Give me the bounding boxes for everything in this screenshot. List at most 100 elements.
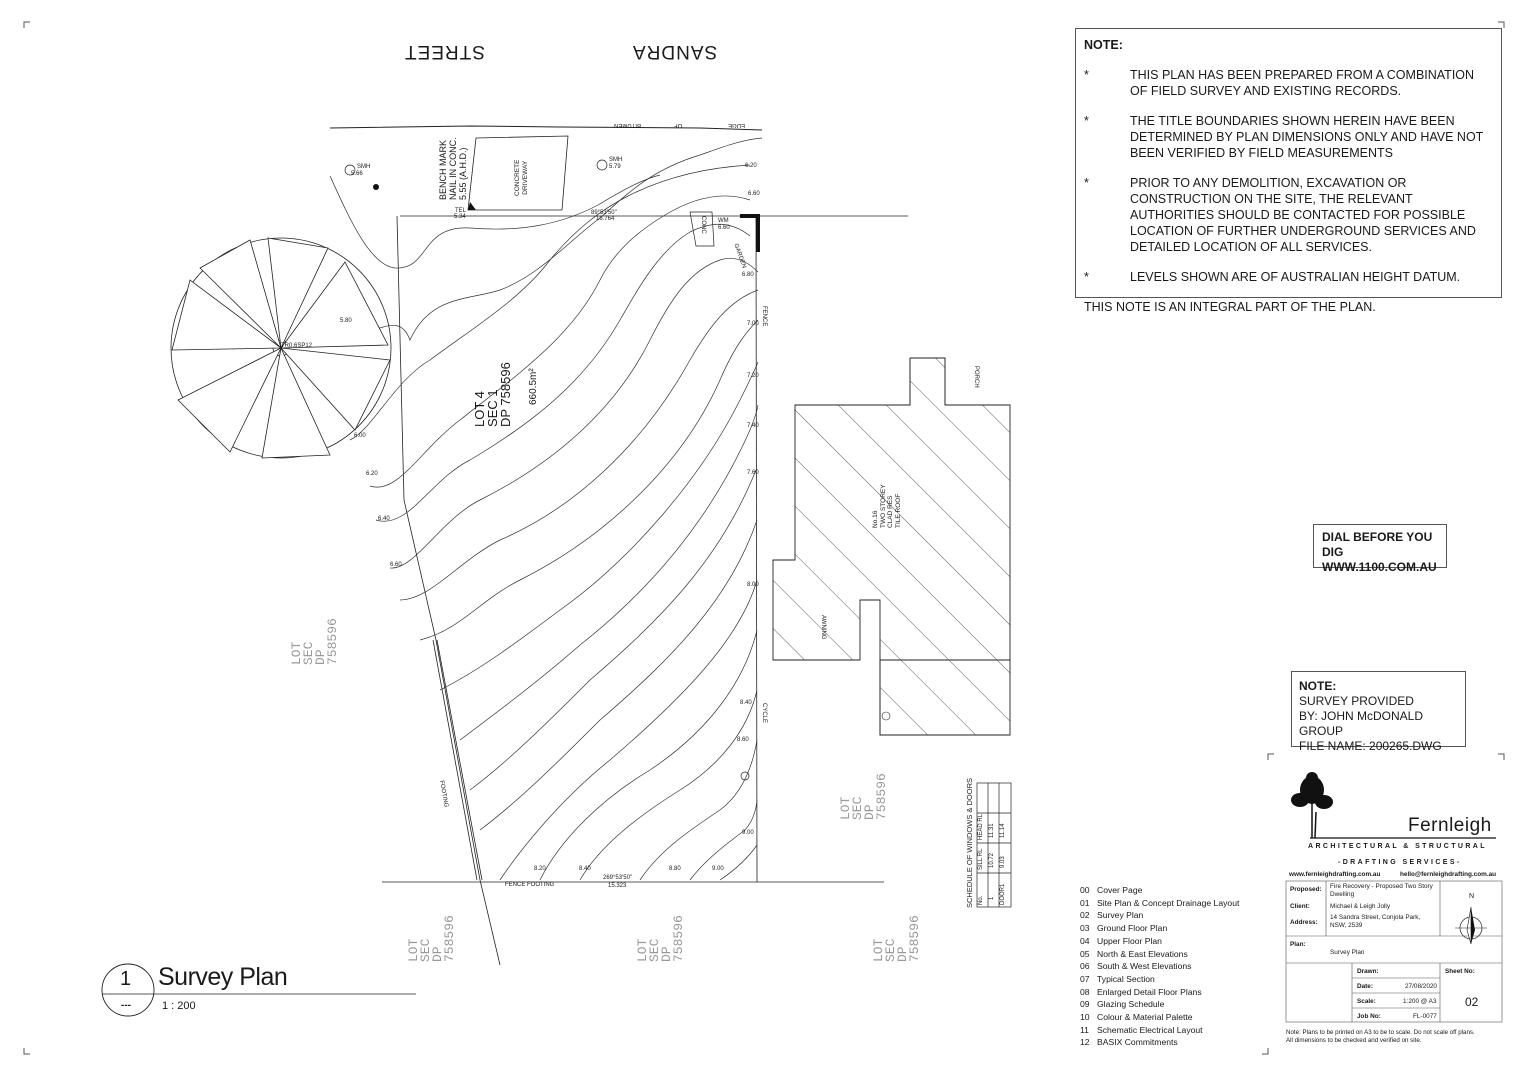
cycle-label: CYCLE: [761, 703, 767, 724]
print-footnote: Note: Plans to be printed on A3 to be to…: [1286, 1029, 1475, 1044]
contour-label: 6.20: [745, 163, 757, 169]
smh-label-2: SMH: [609, 157, 623, 163]
contour-label: 6.80: [742, 272, 754, 278]
client-label: Client:: [1290, 903, 1310, 910]
job-label: Job No:: [1357, 1013, 1381, 1020]
conc-pad-outline: [689, 211, 715, 247]
address-label: Address:: [1290, 919, 1318, 926]
job-value: FL-0077: [1413, 1013, 1437, 1020]
bench-mark-symbol: [468, 202, 476, 210]
contour-label: 8.40: [740, 700, 752, 706]
bearing-rear: 269°53'50": [603, 875, 633, 881]
note-heading: NOTE:: [1084, 38, 1123, 52]
street-label-sandra: SANDRA: [632, 41, 718, 62]
tree-label: TR0.6SP12: [281, 343, 313, 349]
of-label: OF: [674, 122, 683, 128]
contour-label: 5.80: [340, 318, 352, 324]
contour-label: 8.40: [579, 866, 591, 872]
schedule-table: [976, 782, 1012, 908]
plan-value: Survey Plan: [1330, 949, 1365, 956]
smh-value-1: 5.66: [351, 171, 363, 177]
sheet-value: 02: [1465, 995, 1479, 1009]
smh-label-1: SMH: [357, 164, 371, 170]
brand-website[interactable]: www.fernleighdrafting.com.au: [1289, 871, 1381, 878]
smh-value-2: 5.79: [609, 164, 621, 170]
bearing-front: 89°53'50": [591, 210, 617, 216]
dial-before-you-dig-box: DIAL BEFORE YOU DIG WWW.1100.COM.AU: [1313, 524, 1447, 574]
contour-label: 9.00: [712, 866, 724, 872]
smh-symbol-2: [596, 159, 608, 171]
lot-dp: DP 758596: [498, 362, 513, 427]
brand-subtitle: ARCHITECTURAL & STRUCTURAL: [1308, 843, 1487, 850]
brand-name: Fernleigh: [1408, 815, 1492, 836]
contour-label: 8.00: [747, 582, 759, 588]
east-boundary-line: [755, 215, 758, 883]
schedule-cell: 10.72: [989, 852, 995, 868]
fernleigh-tree-logo: [1291, 772, 1496, 839]
proposed-label: Proposed:: [1290, 886, 1322, 893]
awning-label: AWNING: [820, 615, 826, 640]
view-bubble: [101, 963, 155, 1017]
street-label-street: STREET: [404, 41, 485, 62]
north-label: N: [1469, 893, 1475, 900]
title-block-frame: [1285, 880, 1503, 1023]
tel-label: TEL: [455, 208, 467, 214]
lot-area: 660.5m²: [528, 368, 539, 405]
schedule-cell: 9.03: [1000, 856, 1006, 868]
brand-email[interactable]: hello@fernleighdrafting.com.au: [1400, 871, 1497, 878]
sheet-corner-marks: [23, 21, 1505, 1055]
distance-rear: 15.323: [608, 883, 627, 889]
schedule-header-head: HEAD RL: [978, 813, 984, 840]
brand-drafting: -DRAFTING SERVICES-: [1338, 859, 1462, 866]
cycle-symbol: [740, 771, 750, 781]
contour-lines: [329, 137, 763, 881]
schedule-cell: DOOR1: [1000, 883, 1006, 905]
tree-canopy: [170, 237, 392, 459]
contour-label: 6.60: [390, 562, 402, 568]
schedule-header-sill: SILL RL: [978, 848, 984, 870]
contour-label: 8.20: [534, 866, 546, 872]
bitumen-label: BITUMEN: [614, 122, 641, 128]
contour-label: 9.00: [742, 830, 754, 836]
note-footer: THIS NOTE IS AN INTEGRAL PART OF THE PLA…: [1084, 300, 1376, 314]
lot-main-label: LOT 4 SEC 1 DP 758596: [472, 362, 513, 427]
note-item: *LEVELS SHOWN ARE OF AUSTRALIAN HEIGHT D…: [1084, 270, 1461, 284]
wm-label: WM: [718, 218, 729, 224]
drawn-label: Drawn:: [1357, 968, 1379, 975]
note-item: *PRIOR TO ANY DEMOLITION, EXCAVATION OR …: [1084, 176, 1476, 254]
plan-label: Plan:: [1290, 941, 1306, 948]
schedule-title: SCHEDULE OF WINDOWS & DOORS: [965, 777, 974, 908]
date-value: 27/08/2020: [1405, 983, 1437, 990]
distance-front: 16.764: [596, 216, 615, 222]
west-boundary-line: [396, 215, 501, 966]
address-value: 14 Sandra Street, Conjola Park, NSW, 253…: [1330, 914, 1421, 929]
concrete-driveway-outline: [467, 135, 569, 211]
contour-label: 6.40: [378, 516, 390, 522]
contour-label: 7.40: [747, 423, 759, 429]
schedule-cell: 11.14: [1000, 823, 1006, 838]
contour-label: 7.60: [747, 470, 759, 476]
wm-value: 6.60: [718, 225, 730, 231]
contour-label: 8.80: [669, 866, 681, 872]
view-title: Survey Plan: [158, 963, 288, 991]
scale-value: 1:200 @ A3: [1403, 998, 1437, 1005]
